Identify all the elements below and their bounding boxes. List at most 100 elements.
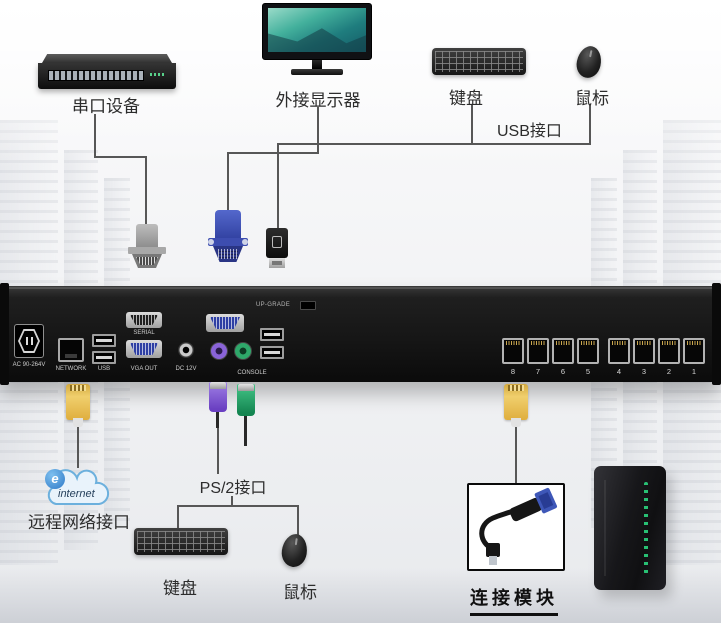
monitor-neck	[312, 60, 322, 69]
cable-line	[227, 152, 319, 154]
internet-cloud: e internet	[42, 464, 114, 512]
kvm-port-4	[608, 338, 630, 364]
ps2-interface-label: PS/2接口	[199, 480, 267, 497]
kvm-switch: AC 90-264V NETWORK USB SERIAL VGA OUT DC…	[0, 283, 721, 385]
console-usb-port	[260, 346, 284, 359]
db9-pins	[136, 257, 158, 265]
cable-line	[231, 496, 233, 506]
upgrade-label: UP-GRADE	[256, 302, 291, 308]
internet-logo: e	[45, 469, 65, 489]
vga-out-face	[130, 343, 158, 355]
cable-line	[217, 428, 219, 474]
internet-text: internet	[58, 488, 95, 500]
rack-ear-left	[0, 283, 9, 385]
kvm-port-7	[527, 338, 549, 364]
external-monitor	[262, 3, 372, 60]
network-label: NETWORK	[55, 366, 87, 372]
port-number: 6	[560, 367, 566, 376]
cable-line	[515, 426, 517, 483]
network-port-tab	[65, 354, 77, 358]
usb-tip-slot	[272, 261, 282, 265]
vga-backshell	[215, 210, 241, 238]
serial-label: SERIAL	[133, 330, 155, 336]
vga-out-port	[126, 340, 162, 358]
mouse-top-label: 鼠标	[575, 89, 609, 108]
usb-label: USB	[97, 366, 111, 372]
power-pin	[26, 337, 28, 345]
vga-screw	[242, 239, 248, 245]
port-number: 1	[691, 367, 697, 376]
usb-logo	[272, 236, 282, 248]
switch-leds	[150, 73, 166, 76]
cable-line	[227, 152, 229, 214]
console-vga-port	[206, 314, 244, 332]
cable-line	[145, 156, 147, 226]
kvm-port-3	[633, 338, 655, 364]
port-number: 4	[616, 367, 622, 376]
console-vga-face	[210, 317, 240, 329]
cable-line	[177, 505, 179, 529]
usb-body	[266, 228, 288, 258]
serial-device-top	[42, 54, 172, 63]
serial-db9-connector	[128, 224, 166, 270]
network-port	[58, 338, 84, 362]
port-number: 5	[585, 367, 591, 376]
port-number: 3	[641, 367, 647, 376]
port-number: 8	[510, 367, 516, 376]
rj45-plug-network	[66, 384, 90, 427]
console-label: CONSOLE	[237, 370, 267, 376]
ps2-plug-purple	[209, 382, 227, 428]
console-usb-port	[260, 328, 284, 341]
tower-pc	[594, 466, 666, 590]
usb-interface-label: USB接口	[497, 123, 562, 140]
port-number: 2	[666, 367, 672, 376]
keyboard-bottom	[134, 528, 228, 555]
serial-port-face	[130, 315, 158, 325]
monitor-base	[291, 69, 343, 75]
db9-backshell	[136, 224, 158, 247]
connection-module-box	[467, 483, 565, 571]
tower-edge-highlight	[604, 480, 606, 576]
vga-pins	[218, 249, 238, 259]
kvm-port-2	[658, 338, 680, 364]
kvm-port-8	[502, 338, 524, 364]
port-number: 7	[535, 367, 541, 376]
dc-power-jack	[178, 342, 194, 358]
cable-line	[94, 156, 147, 158]
ps2-mouse-port	[234, 342, 252, 360]
cable-line	[177, 505, 299, 507]
monitor-label: 外接显示器	[275, 91, 361, 110]
monitor-screen	[268, 8, 366, 52]
rack-ear-right	[712, 283, 721, 385]
keyboard-top	[432, 48, 526, 75]
vga-connector	[208, 210, 248, 268]
power-pin	[31, 337, 33, 345]
ps2-cable	[216, 412, 219, 428]
serial-device-front	[38, 63, 176, 89]
tower-led-strip	[644, 482, 648, 574]
upgrade-port	[300, 301, 316, 310]
cable-line	[77, 424, 79, 468]
serial-device-label: 串口设备	[72, 97, 140, 116]
usb-metal-tip	[269, 258, 285, 268]
kvm-port-1	[683, 338, 705, 364]
rj45-plug-module	[504, 384, 528, 427]
cable-line	[589, 104, 591, 145]
usb-port	[92, 334, 116, 347]
serial-port	[126, 312, 162, 328]
kvm-port-5	[577, 338, 599, 364]
keyboard-bottom-label: 键盘	[163, 579, 197, 598]
cable-line	[471, 104, 473, 145]
usb-port	[92, 351, 116, 364]
cable-line	[277, 143, 591, 145]
usb-port-stack	[92, 334, 116, 366]
chassis-top-edge	[9, 287, 712, 289]
switch-ports	[48, 70, 144, 81]
vga-out-label: VGA OUT	[130, 366, 158, 372]
ac-power-inlet	[14, 324, 44, 358]
kvm-port-6	[552, 338, 574, 364]
cable-line	[94, 114, 96, 158]
db9-face	[132, 254, 162, 268]
usb-connector	[266, 228, 288, 268]
